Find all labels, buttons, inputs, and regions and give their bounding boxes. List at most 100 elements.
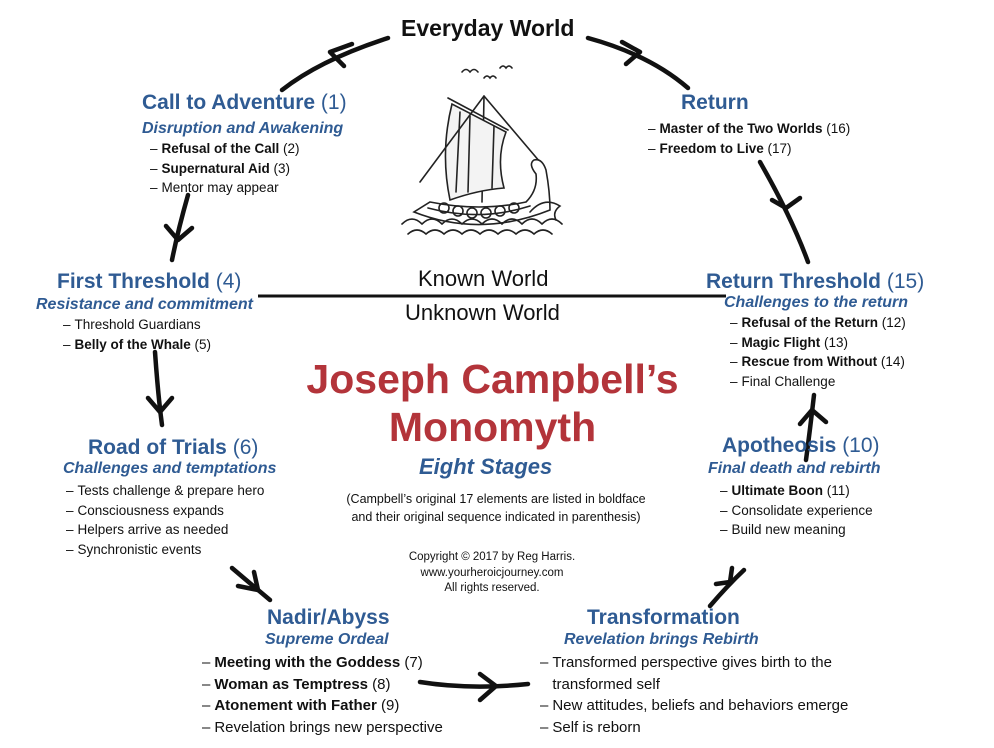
stage-list-item: –Master of the Two Worlds (16) (648, 119, 850, 139)
stage-subtitle-return-threshold: Challenges to the return (724, 294, 909, 311)
stage-list-item: –Revelation brings new perspective (202, 717, 443, 739)
dash-bullet: – (66, 541, 74, 557)
dash-bullet: – (720, 522, 728, 538)
main-subtitle: Eight Stages (419, 454, 553, 479)
item-text: Threshold Guardians (74, 317, 201, 332)
stage-subtitle-first: Resistance and commitment (36, 296, 253, 313)
stage-list-item: –Woman as Temptress (8) (202, 674, 443, 696)
original-element-name: Belly of the Whale (74, 336, 191, 352)
stage-title-apotheosis: Apotheosis (10) (722, 434, 880, 458)
dash-bullet: – (648, 140, 656, 156)
item-text: Synchronistic events (77, 541, 202, 557)
original-element-name: Refusal of the Call (161, 141, 280, 156)
everyday-world-label: Everyday World (401, 15, 575, 41)
stage-list-item: –Atonement with Father (9) (202, 695, 443, 717)
original-element-name: Atonement with Father (214, 697, 377, 714)
item-text: (5) (190, 336, 212, 352)
item-text: Helpers arrive as needed (77, 522, 229, 538)
dash-bullet: – (730, 334, 738, 350)
item-text: (13) (820, 334, 849, 350)
stage-title-transformation: Transformation (587, 606, 740, 630)
stage-items-return: –Master of the Two Worlds (16)–Freedom t… (648, 119, 850, 158)
stage-list-item: –Consciousness expands (66, 501, 264, 521)
stage-title-call-to-adventure: Call to Adventure (1) (142, 91, 347, 115)
original-element-name: Ultimate Boon (731, 483, 824, 498)
stage-items-nadir: –Meeting with the Goddess (7)–Woman as T… (202, 652, 443, 738)
stage-list-item: –Meeting with the Goddess (7) (202, 652, 443, 674)
dash-bullet: – (66, 522, 74, 538)
item-text: Tests challenge & prepare hero (77, 483, 265, 498)
arrow-apotheosis-to-return-threshold (803, 392, 817, 463)
dash-bullet: – (540, 718, 549, 736)
stage-list-item: –Mentor may appear (150, 178, 300, 198)
item-text: (14) (877, 354, 905, 370)
stage-title-return: Return (681, 91, 749, 115)
stage-subtitle-apotheosis: Final death and rebirth (708, 460, 881, 477)
stage-number: (10) (842, 434, 880, 457)
arrow-return-to-everyday (585, 35, 691, 91)
stage-title-road-of-trials: Road of Trials (6) (88, 436, 258, 460)
original-element-name: Freedom to Live (659, 140, 764, 156)
stage-list-item: –Magic Flight (13) (730, 333, 906, 353)
stage-title-text: Road of Trials (88, 436, 227, 459)
dash-bullet: – (66, 502, 74, 518)
arrow-road-to-nadir (229, 565, 273, 603)
seagull-icon (483, 75, 497, 80)
item-text: New attitudes, beliefs and behaviors eme… (552, 697, 849, 714)
dash-bullet: – (730, 373, 738, 389)
stage-list-item: –Consolidate experience (720, 501, 873, 521)
stage-list-item: –Transformed perspective gives birth to … (540, 652, 848, 674)
stage-title-text: Return (681, 91, 749, 114)
stage-items-road: –Tests challenge & prepare hero–Consciou… (66, 481, 264, 559)
stage-list-item: –Build new meaning (720, 520, 873, 540)
stage-items-apotheosis: –Ultimate Boon (11)–Consolidate experien… (720, 481, 873, 540)
item-text: Build new meaning (731, 522, 846, 538)
stage-subtitle-call: Disruption and Awakening (142, 120, 344, 137)
dash-bullet: – (150, 160, 158, 176)
original-element-name: Supernatural Aid (161, 160, 270, 176)
boldface-note: (Campbell’s original 17 elements are lis… (318, 490, 674, 526)
stage-title-text: Return Threshold (706, 270, 882, 293)
item-text: (7) (400, 654, 423, 671)
original-element-name: Woman as Temptress (214, 675, 369, 693)
note-line: and their original sequence indicated in… (351, 510, 641, 524)
stage-list-item: –Tests challenge & prepare hero (66, 481, 264, 501)
stage-list-item: –New attitudes, beliefs and behaviors em… (540, 695, 848, 717)
stage-number: (15) (886, 270, 925, 293)
stage-items-call: –Refusal of the Call (2)–Supernatural Ai… (150, 139, 300, 198)
stage-title-text: Apotheosis (722, 434, 837, 457)
stage-list-item: –Helpers arrive as needed (66, 520, 264, 540)
item-text: Transformed perspective gives birth to t… (552, 654, 832, 671)
dash-bullet: – (540, 654, 549, 671)
dash-bullet: – (202, 718, 211, 736)
seagull-icon (461, 68, 479, 74)
dash-bullet: – (63, 317, 71, 332)
dash-bullet: – (150, 180, 158, 196)
item-text: (3) (269, 160, 291, 176)
stage-title-text: Nadir/Abyss (267, 606, 390, 629)
stage-list-item: –Supernatural Aid (3) (150, 159, 300, 179)
stage-subtitle-road: Challenges and temptations (63, 460, 277, 477)
stage-items-return-threshold: –Refusal of the Return (12)–Magic Flight… (730, 313, 906, 391)
arrow-nadir-to-transformation (417, 679, 531, 689)
item-text: Self is reborn (552, 718, 641, 736)
stage-list-item: –Final Challenge (730, 372, 906, 392)
original-element-name: Master of the Two Worlds (659, 121, 823, 136)
item-text: (16) (822, 121, 851, 136)
dash-bullet: – (63, 336, 71, 352)
dash-bullet: – (730, 354, 738, 370)
stage-subtitle-nadir: Supreme Ordeal (265, 631, 389, 648)
dash-bullet: – (150, 141, 158, 156)
dash-bullet: – (202, 697, 211, 714)
dash-bullet: – (202, 654, 211, 671)
stage-items-transformation: –Transformed perspective gives birth to … (540, 652, 848, 738)
dash-bullet: – (730, 315, 738, 330)
dash-bullet: – (720, 483, 728, 498)
note-line: (Campbell’s original 17 elements are lis… (346, 492, 646, 506)
stage-number: (4) (215, 270, 242, 293)
stage-list-item: –Self is reborn (540, 717, 848, 739)
copyright-line: All rights reserved. (444, 582, 540, 594)
item-text: Consolidate experience (731, 502, 873, 518)
item-text: Consciousness expands (77, 502, 224, 518)
